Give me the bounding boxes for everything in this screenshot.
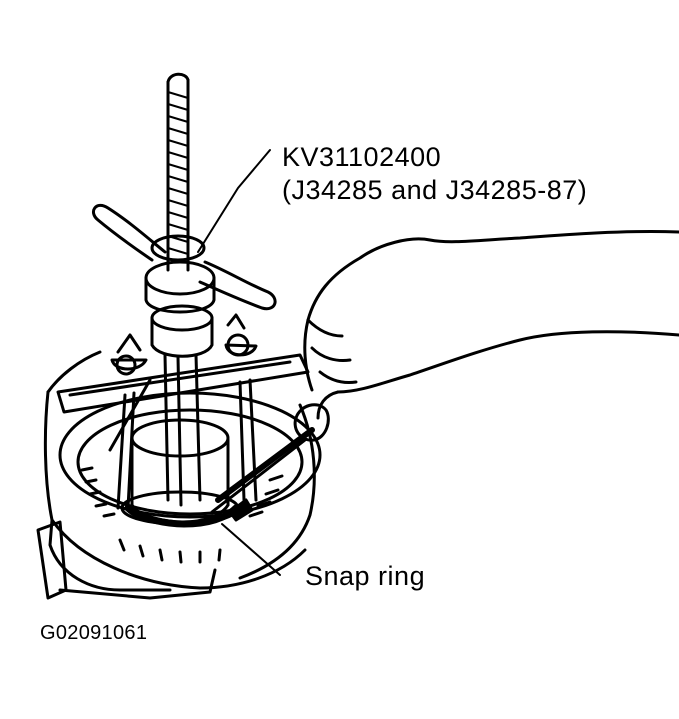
leader-lines: [197, 149, 281, 576]
tool-alternates-label: (J34285 and J34285-87): [282, 175, 588, 205]
snap-ring-label: Snap ring: [305, 561, 426, 591]
hand-holding-tool: [210, 230, 679, 514]
transmission-case: [36, 350, 322, 600]
snap-ring: [124, 498, 254, 528]
tool-number-label: KV31102400: [282, 142, 442, 172]
figure-id: G02091061: [40, 622, 148, 644]
compressor-frame: [56, 304, 310, 510]
screw-and-handle: [92, 72, 277, 314]
tool-leader: [197, 149, 271, 253]
snap-ring-leader: [221, 523, 281, 576]
